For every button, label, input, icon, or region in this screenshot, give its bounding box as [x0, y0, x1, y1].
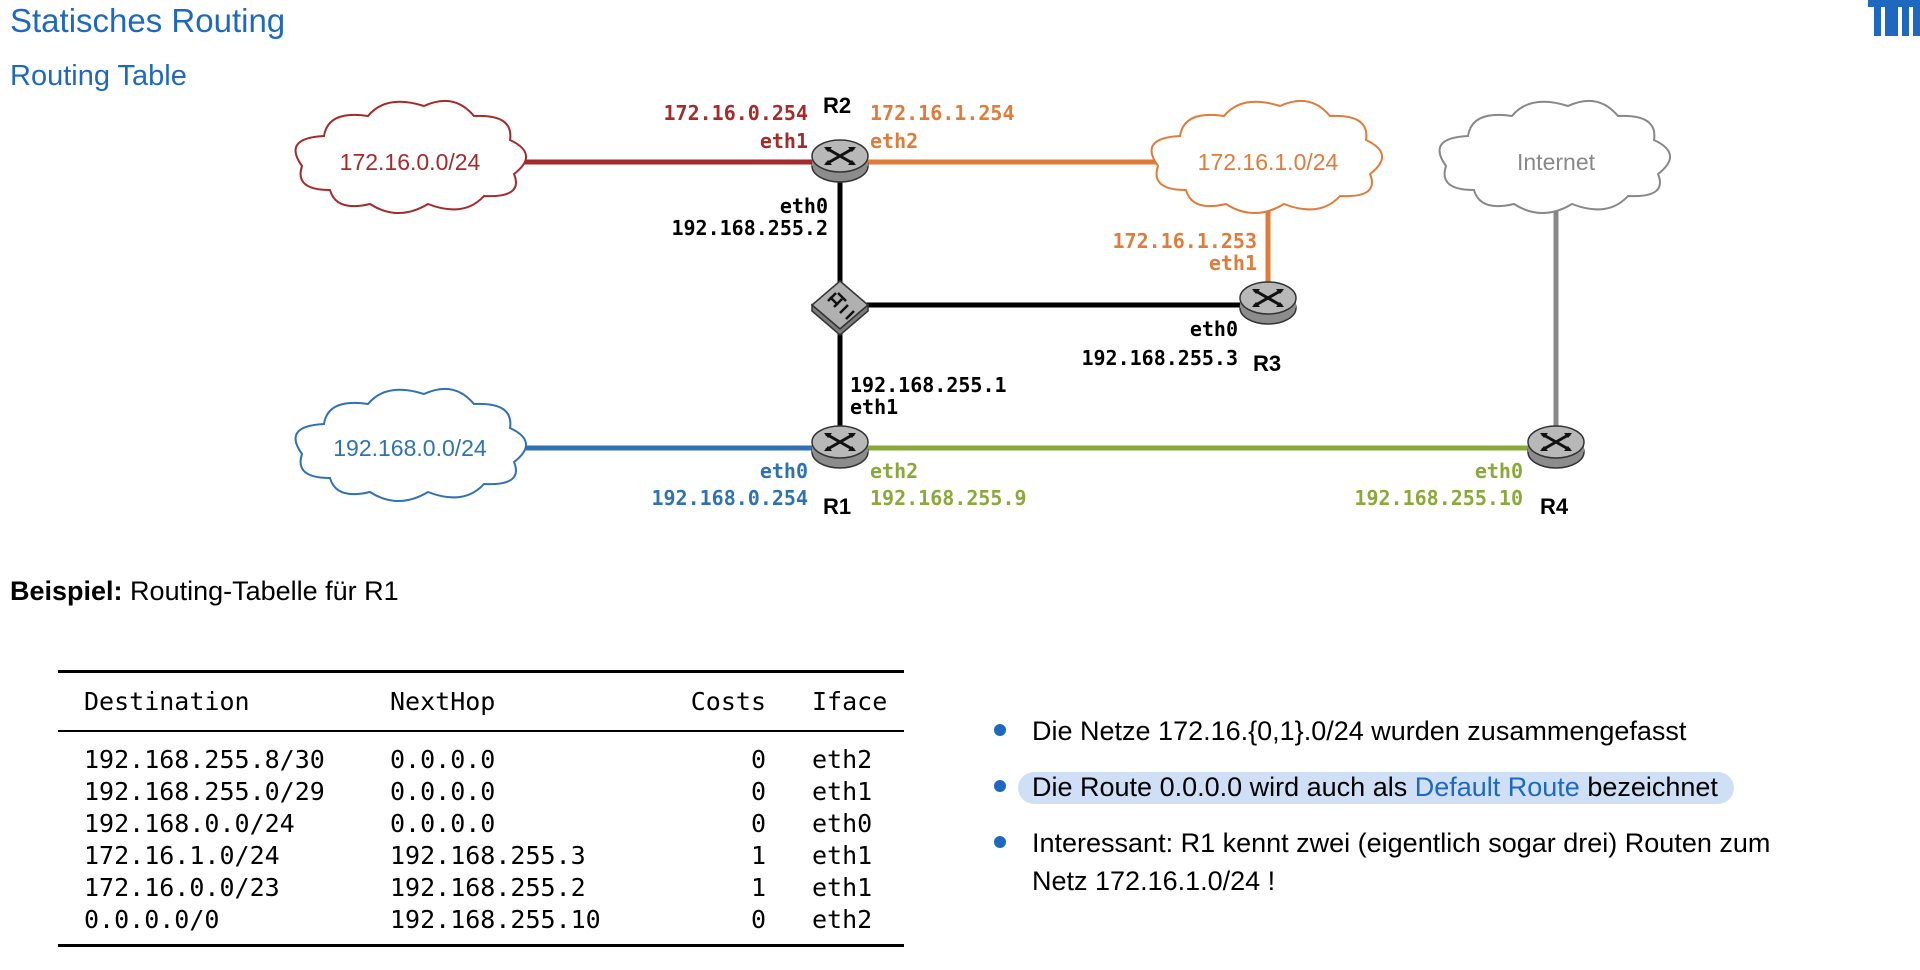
note-2-pre: Die Route 0.0.0.0 wird auch als	[1032, 772, 1415, 802]
col-destination: Destination	[58, 671, 364, 732]
cell-costs: 1	[750, 873, 766, 902]
r1-eth1-name: eth1	[850, 395, 898, 419]
col-iface: Iface	[786, 671, 904, 732]
page-title: Statisches Routing	[10, 2, 286, 39]
cell-nexthop: 0.0.0.0	[390, 777, 496, 806]
r3-eth0-ip: 192.168.255.3	[1081, 346, 1238, 370]
tum-logo-icon	[1868, 0, 1920, 36]
cell-nexthop: 0.0.0.0	[390, 745, 496, 774]
r3-eth0-name: eth0	[1190, 317, 1238, 341]
cell-destination: 192.168.255.8/30	[84, 745, 325, 774]
r2-eth2-ip: 172.16.1.254	[870, 101, 1015, 125]
bullet-icon	[994, 780, 1006, 792]
cloud-net-172-16-0: 172.16.0.0/24	[294, 99, 527, 214]
note-3-line2: Netz 172.16.1.0/24 !	[1032, 866, 1276, 896]
col-costs: Costs	[640, 671, 786, 732]
example-text: Routing-Tabelle für R1	[122, 576, 399, 606]
router-r1-name: R1	[823, 494, 851, 519]
cloud-internet: Internet	[1438, 99, 1671, 214]
cell-destination: 192.168.255.0/29	[84, 777, 325, 806]
r4-eth0-name: eth0	[1475, 459, 1523, 483]
router-r2-icon	[810, 138, 870, 184]
cell-nexthop: 192.168.255.10	[390, 905, 601, 934]
cloud-label: Internet	[1517, 149, 1596, 175]
note-2-post: bezeichnet	[1579, 772, 1718, 802]
example-bold: Beispiel:	[10, 576, 123, 606]
bullet-icon	[994, 836, 1006, 848]
note-3-line1: Interessant: R1 kennt zwei (eigentlich s…	[1032, 828, 1771, 858]
cell-iface: eth2	[812, 745, 873, 774]
note-1: Die Netze 172.16.{0,1}.0/24 wurden zusam…	[1032, 716, 1687, 746]
routing-table: Destination NextHop Costs Iface 192.168.…	[58, 670, 904, 947]
cell-iface: eth1	[812, 841, 873, 870]
cell-iface: eth2	[812, 905, 873, 934]
r1-eth1-ip: 192.168.255.1	[850, 373, 1007, 397]
router-r3-name: R3	[1253, 351, 1281, 376]
cell-costs: 0	[750, 777, 766, 806]
network-diagram: 172.16.0.0/24 172.16.1.0/24 Internet 192…	[294, 93, 1671, 519]
r1-eth0-name: eth0	[760, 459, 808, 483]
cell-costs: 0	[750, 745, 766, 774]
r1-eth0-ip: 192.168.0.254	[651, 486, 808, 510]
router-r4-icon	[1526, 424, 1586, 470]
table-row: 192.168.0.0/24 0.0.0.0 0 eth0	[58, 808, 904, 840]
cell-destination: 172.16.0.0/23	[84, 873, 280, 902]
example-caption: Beispiel: Routing-Tabelle für R1	[10, 576, 399, 607]
bullet-icon	[994, 724, 1006, 736]
r2-eth0-name: eth0	[780, 194, 828, 218]
router-r1-icon	[810, 424, 870, 470]
r2-eth1-ip: 172.16.0.254	[664, 101, 809, 125]
cell-costs: 0	[750, 905, 766, 934]
cloud-label: 172.16.0.0/24	[340, 149, 481, 175]
cell-costs: 1	[750, 841, 766, 870]
r2-eth0-ip: 192.168.255.2	[671, 216, 828, 240]
cell-destination: 172.16.1.0/24	[84, 841, 280, 870]
r3-eth1-name: eth1	[1209, 251, 1257, 275]
cloud-net-172-16-1: 172.16.1.0/24	[1150, 99, 1383, 214]
cell-destination: 0.0.0.0/0	[84, 905, 220, 934]
r1-eth2-ip: 192.168.255.9	[870, 486, 1027, 510]
table-row: 172.16.1.0/24 192.168.255.3 1 eth1	[58, 840, 904, 872]
table-row: 0.0.0.0/0 192.168.255.10 0 eth2	[58, 904, 904, 946]
table-row: 172.16.0.0/23 192.168.255.2 1 eth1	[58, 872, 904, 904]
cloud-label: 172.16.1.0/24	[1198, 149, 1339, 175]
cell-nexthop: 0.0.0.0	[390, 809, 496, 838]
cell-iface: eth1	[812, 873, 873, 902]
cell-iface: eth0	[812, 809, 873, 838]
table-header-row: Destination NextHop Costs Iface	[58, 671, 904, 732]
list-item: Die Netze 172.16.{0,1}.0/24 wurden zusam…	[992, 712, 1920, 750]
notes-list: Die Netze 172.16.{0,1}.0/24 wurden zusam…	[992, 712, 1920, 918]
r4-eth0-ip: 192.168.255.10	[1354, 486, 1523, 510]
cell-iface: eth1	[812, 777, 873, 806]
note-2-highlight: Die Route 0.0.0.0 wird auch als Default …	[1018, 772, 1734, 804]
cloud-label: 192.168.0.0/24	[333, 435, 487, 461]
r2-eth2-name: eth2	[870, 129, 918, 153]
cell-nexthop: 192.168.255.3	[390, 841, 586, 870]
router-r3-icon	[1238, 280, 1298, 326]
list-item: Die Route 0.0.0.0 wird auch als Default …	[992, 768, 1920, 806]
table-row: 192.168.255.0/29 0.0.0.0 0 eth1	[58, 776, 904, 808]
table-row: 192.168.255.8/30 0.0.0.0 0 eth2	[58, 731, 904, 776]
switch-icon	[810, 280, 870, 336]
router-r4-name: R4	[1540, 494, 1569, 519]
cell-destination: 192.168.0.0/24	[84, 809, 295, 838]
router-r2-name: R2	[823, 93, 851, 118]
default-route-term: Default Route	[1414, 772, 1580, 802]
cell-costs: 0	[750, 809, 766, 838]
list-item: Interessant: R1 kennt zwei (eigentlich s…	[992, 824, 1920, 900]
r3-eth1-ip: 172.16.1.253	[1113, 229, 1258, 253]
cell-nexthop: 192.168.255.2	[390, 873, 586, 902]
page-subtitle: Routing Table	[10, 60, 187, 92]
r2-eth1-name: eth1	[760, 129, 808, 153]
col-nexthop: NextHop	[364, 671, 640, 732]
cloud-net-192-168-0: 192.168.0.0/24	[294, 387, 527, 502]
r1-eth2-name: eth2	[870, 459, 918, 483]
